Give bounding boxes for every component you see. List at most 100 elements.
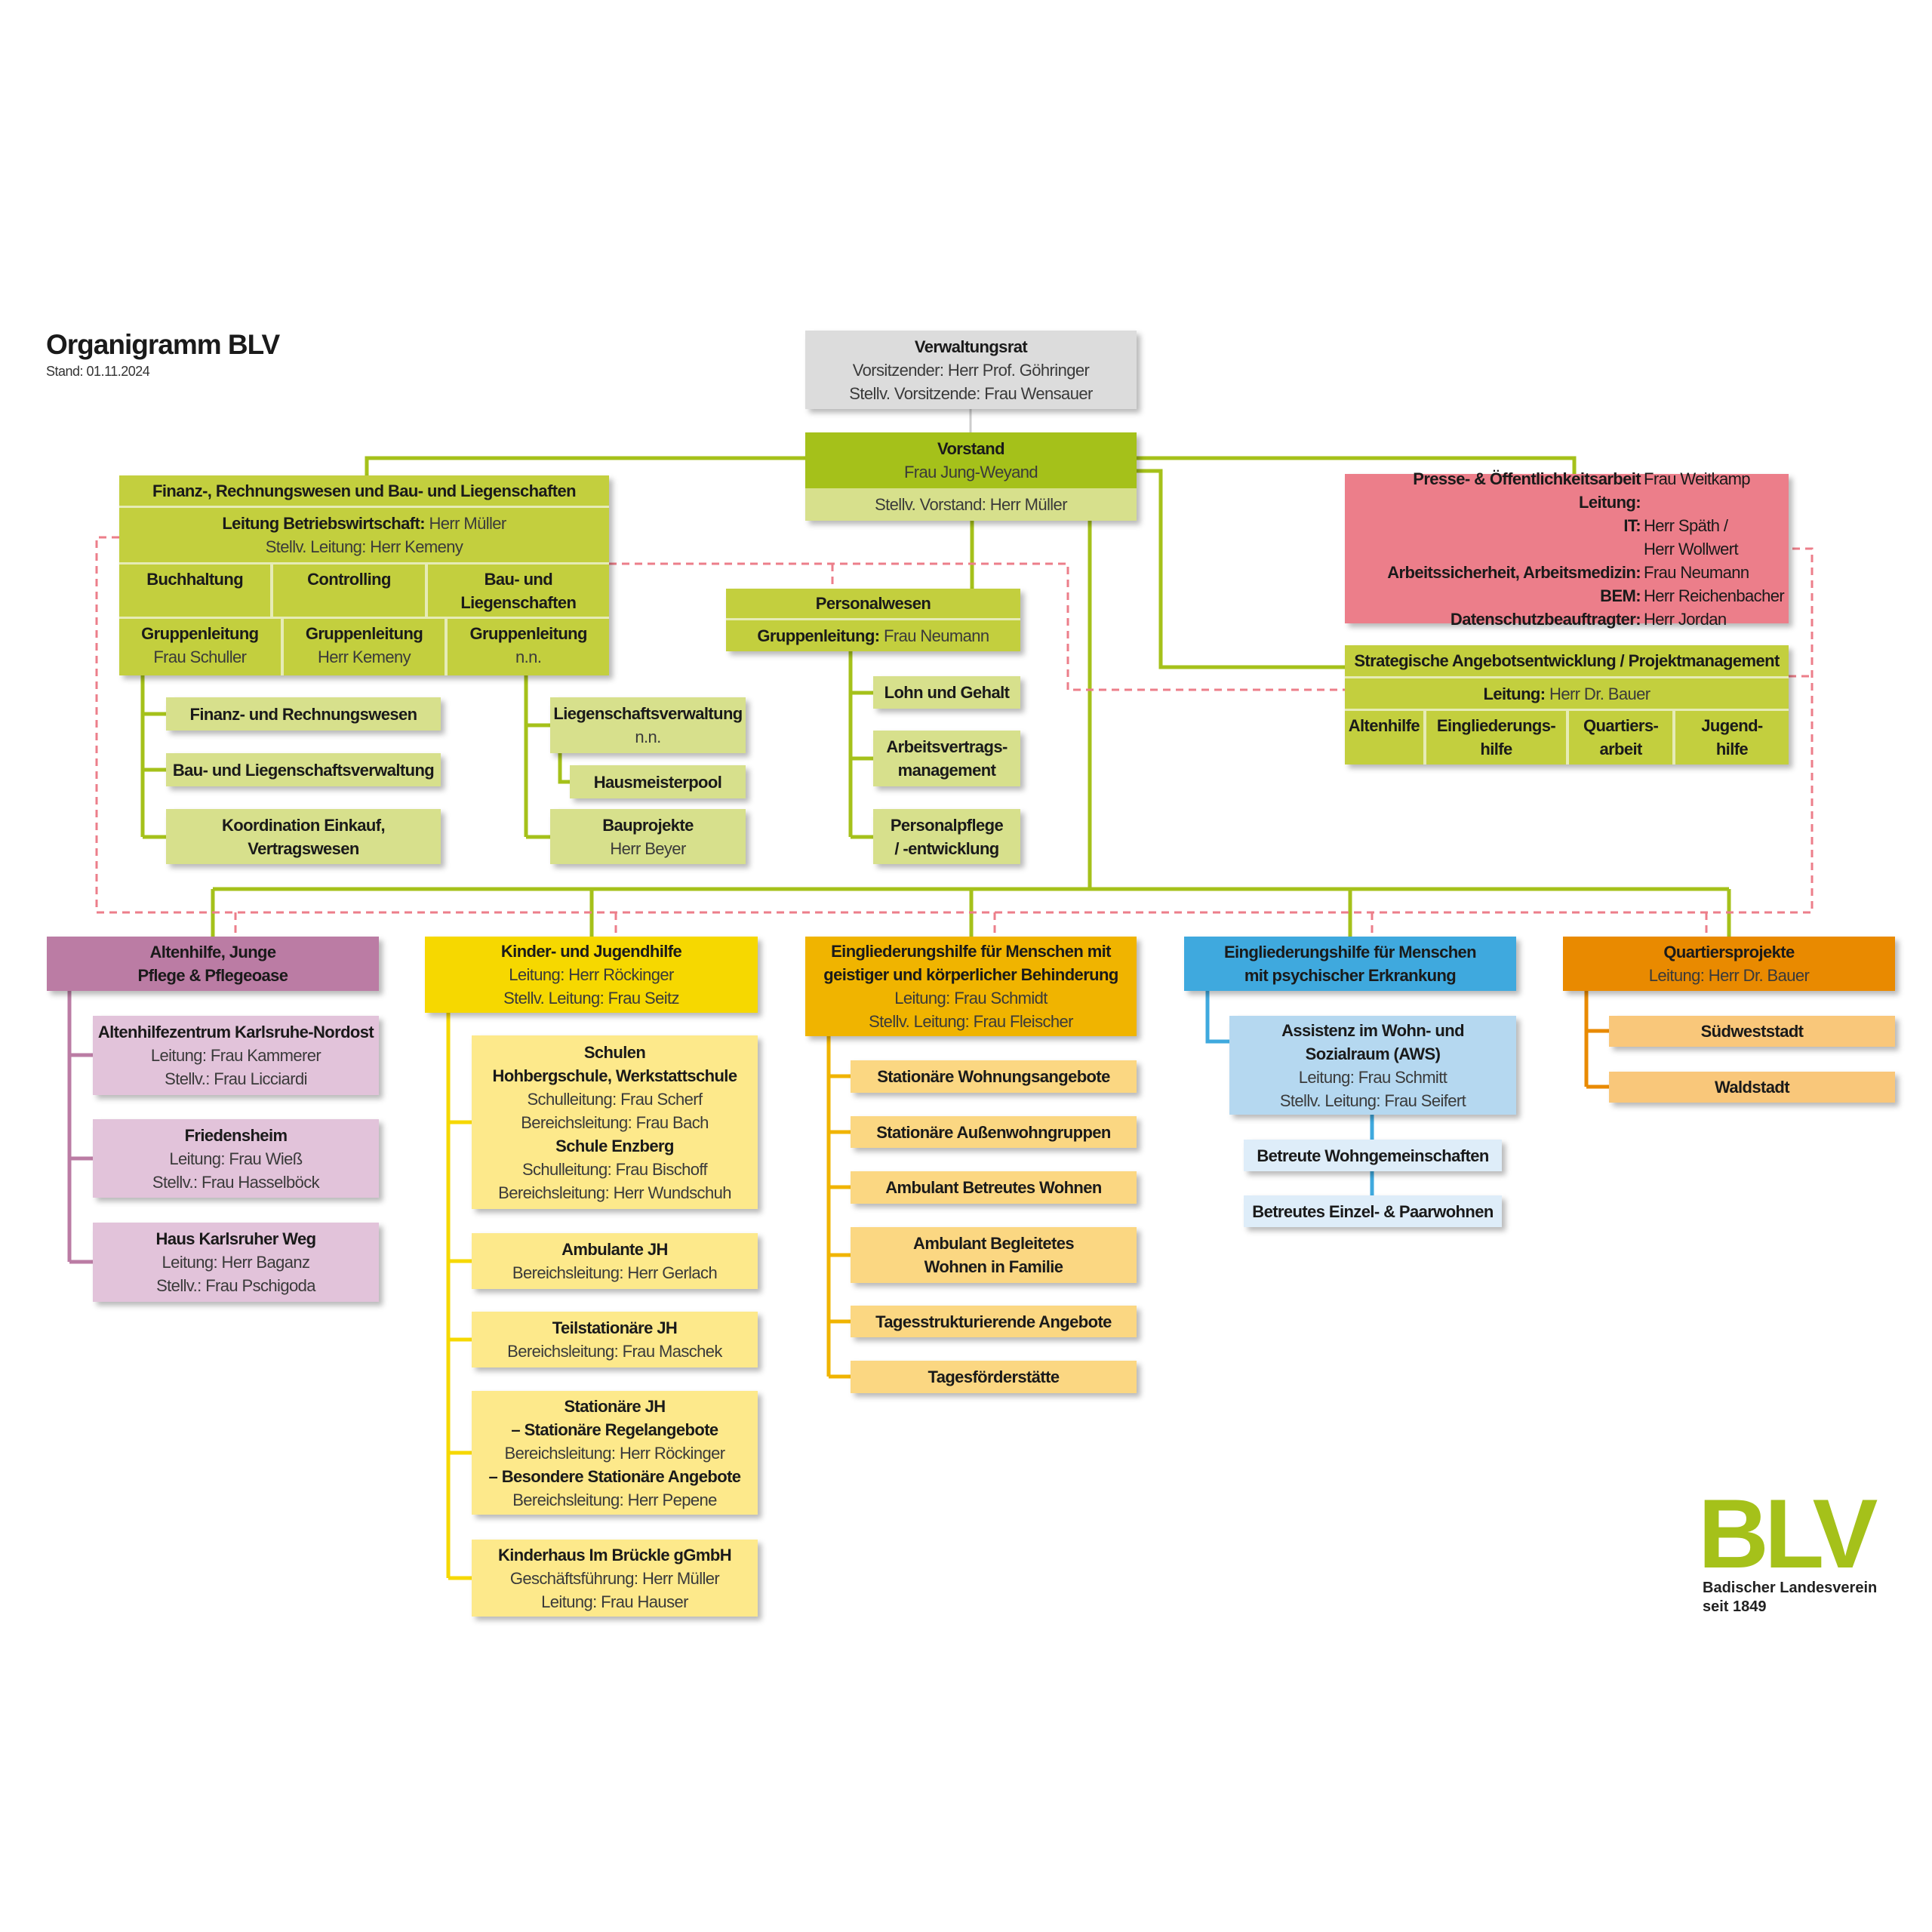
box-title: Arbeitsvertrags-management bbox=[886, 737, 1008, 780]
box-title: Eingliederungshilfe für Menschen mit gei… bbox=[823, 942, 1118, 984]
row-label: IT: bbox=[1623, 515, 1641, 535]
col-title: Eingliederungs-hilfe bbox=[1436, 716, 1556, 758]
unit-box: Arbeitsvertrags-management bbox=[873, 731, 1020, 786]
unit-box: Ambulant Begleitetes Wohnen in Familie bbox=[851, 1227, 1137, 1283]
col-label: Gruppenleitung bbox=[305, 624, 423, 643]
box-line: Stellv.: Frau Pschigoda bbox=[156, 1276, 315, 1295]
row-label: Datenschutzbeauftragter: bbox=[1450, 609, 1641, 629]
box-line: Leitung: Frau Hauser bbox=[541, 1592, 688, 1611]
box-line: Stellv. Leitung: Herr Kemeny bbox=[265, 537, 463, 556]
box-title: Kinder- und Jugendhilfe bbox=[500, 942, 682, 961]
eingl-psych-header: Eingliederungshilfe für Menschen mit psy… bbox=[1184, 937, 1516, 991]
box-line: Stellv. Vorsitzende: Frau Wensauer bbox=[849, 383, 1093, 403]
box-title: Finanz- und Rechnungswesen bbox=[189, 704, 418, 724]
unit-box: Ambulant Betreutes Wohnen bbox=[851, 1171, 1137, 1204]
unit-box: Betreutes Einzel- & Paarwohnen bbox=[1244, 1195, 1502, 1227]
unit-box: Lohn und Gehalt bbox=[873, 676, 1020, 709]
box-title: Liegenschaftsverwaltung bbox=[553, 704, 743, 723]
blv-logo: BLV bbox=[1698, 1491, 1882, 1574]
unit-box: Finanz- und Rechnungswesen bbox=[166, 697, 441, 731]
box-line: Bereichsleitung: Herr Gerlach bbox=[512, 1263, 718, 1282]
presse-box: Presse- & Öffentlichkeitsarbeit Leitung:… bbox=[1345, 469, 1789, 629]
box-line: Herr Müller bbox=[429, 514, 506, 533]
box-title: Ambulant Betreutes Wohnen bbox=[885, 1178, 1102, 1197]
logo-text: seit 1849 bbox=[1703, 1598, 1767, 1615]
box-title: Stationäre Außenwohngruppen bbox=[876, 1122, 1111, 1142]
box-line: Herr Dr. Bauer bbox=[1549, 684, 1651, 703]
box-line: Schulleitung: Frau Bischoff bbox=[521, 1159, 708, 1179]
unit-box: Bau- und Liegenschaftsverwaltung bbox=[166, 753, 441, 786]
box-subtitle: Hohbergschule, Werkstattschule bbox=[492, 1066, 738, 1085]
box-title: Südweststadt bbox=[1700, 1022, 1804, 1041]
col-title: Bau- und Liegenschaften bbox=[460, 570, 577, 612]
col-title: Altenhilfe bbox=[1348, 716, 1420, 735]
box-label: Leitung Betriebswirtschaft: bbox=[222, 514, 425, 533]
unit-box: Südweststadt bbox=[1609, 1016, 1895, 1047]
row-value: Frau Weitkamp bbox=[1644, 469, 1751, 488]
row-label: BEM: bbox=[1600, 586, 1641, 605]
box-line: Geschäftsführung: Herr Müller bbox=[509, 1568, 720, 1588]
row-value: Frau Neumann bbox=[1644, 562, 1749, 582]
box-line: Stellv. Leitung: Frau Seifert bbox=[1279, 1091, 1466, 1110]
col-label: Gruppenleitung bbox=[141, 624, 259, 643]
box-title: Koordination Einkauf, Vertragswesen bbox=[222, 815, 386, 858]
box-title: Altenhilfe, Junge Pflege & Pflegeoase bbox=[137, 943, 289, 985]
box-title: Stationäre JH bbox=[564, 1396, 666, 1416]
col-name: Frau Schuller bbox=[153, 648, 247, 666]
unit-box: Betreute Wohngemeinschaften bbox=[1244, 1140, 1502, 1171]
personal-box: Personalwesen Gruppenleitung: Frau Neuma… bbox=[726, 589, 1020, 651]
col-title: Buchhaltung bbox=[146, 570, 244, 589]
row-label bbox=[1348, 537, 1644, 561]
unit-box: Stationäre Außenwohngruppen bbox=[851, 1116, 1137, 1148]
col-name: Herr Kemeny bbox=[318, 648, 411, 666]
col-title: Quartiers-arbeit bbox=[1583, 716, 1659, 758]
box-title: Finanz-, Rechnungswesen und Bau- und Lie… bbox=[152, 481, 577, 500]
altenhilfe-header: Altenhilfe, Junge Pflege & Pflegeoase bbox=[47, 937, 379, 991]
strategie-box: Strategische Angebotsentwicklung / Proje… bbox=[1345, 645, 1789, 764]
box-label: Leitung: bbox=[1483, 684, 1546, 703]
box-title: Assistenz im Wohn- und Sozialraum (AWS) bbox=[1281, 1020, 1464, 1063]
box-line: Stellv.: Frau Licciardi bbox=[165, 1069, 307, 1088]
box-title: Eingliederungshilfe für Menschen mit psy… bbox=[1223, 943, 1477, 985]
box-title: Kinderhaus Im Brückle gGmbH bbox=[498, 1545, 732, 1564]
box-subtitle: Schule Enzberg bbox=[555, 1136, 674, 1155]
eingl-geistig-header: Eingliederungshilfe für Menschen mit gei… bbox=[805, 937, 1137, 1036]
box-title: Betreute Wohngemeinschaften bbox=[1257, 1146, 1489, 1165]
box-line: Leitung: Herr Dr. Bauer bbox=[1648, 966, 1810, 985]
col-name: n.n. bbox=[515, 648, 542, 666]
box-line: Vorsitzender: Herr Prof. Göhringer bbox=[852, 360, 1090, 380]
unit-box: Tagesstrukturierende Angebote bbox=[851, 1306, 1137, 1337]
verwaltungsrat-box: Verwaltungsrat Vorsitzender: Herr Prof. … bbox=[805, 331, 1137, 409]
box-line: Leitung: Frau Schmitt bbox=[1298, 1067, 1447, 1087]
finanz-box: Finanz-, Rechnungswesen und Bau- und Lie… bbox=[119, 475, 610, 675]
unit-box: Tagesförderstätte bbox=[851, 1361, 1137, 1393]
box-label: Gruppenleitung: bbox=[757, 626, 880, 645]
box-line: Leitung: Frau Kammerer bbox=[150, 1046, 321, 1065]
box-title: Quartiersprojekte bbox=[1663, 943, 1795, 961]
box-line: Bereichsleitung: Frau Bach bbox=[521, 1112, 709, 1132]
box-title: Tagesförderstätte bbox=[928, 1367, 1060, 1386]
col-label: Gruppenleitung bbox=[469, 624, 587, 643]
row-label: Presse- & Öffentlichkeitsarbeit Leitung: bbox=[1413, 469, 1641, 512]
page-title: Organigramm BLV bbox=[46, 329, 280, 360]
svg-text:BLV: BLV bbox=[1698, 1491, 1878, 1574]
row-value: Herr Späth / bbox=[1644, 515, 1728, 535]
box-line: Schulleitung: Frau Scherf bbox=[527, 1089, 703, 1109]
box-line: Stellv.: Frau Hasselböck bbox=[152, 1172, 320, 1192]
box-line: Leitung: Frau Wieß bbox=[169, 1149, 303, 1168]
box-line: Frau Neumann bbox=[884, 626, 989, 645]
unit-box: Koordination Einkauf, Vertragswesen bbox=[166, 809, 441, 864]
box-subtitle: – Besondere Stationäre Angebote bbox=[488, 1466, 741, 1486]
unit-box: Waldstadt bbox=[1609, 1072, 1895, 1103]
box-title: Schulen bbox=[583, 1042, 646, 1062]
row-label: Arbeitssicherheit, Arbeitsmedizin: bbox=[1387, 562, 1641, 582]
